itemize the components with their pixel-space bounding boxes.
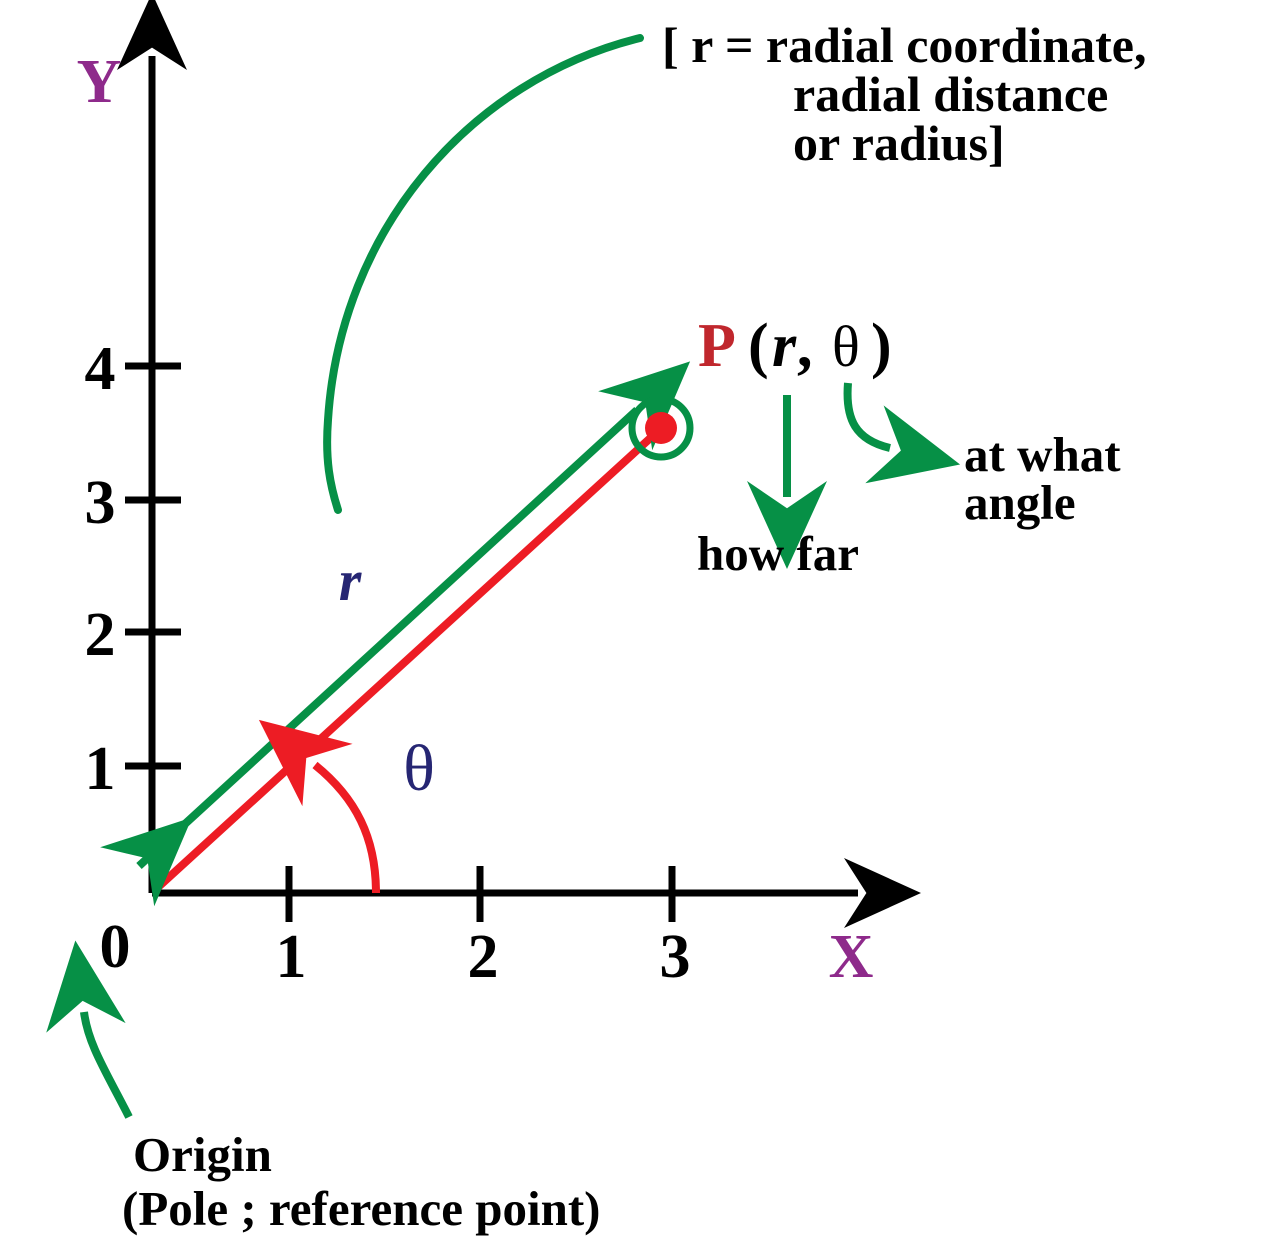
point-p-ring-icon [628,395,694,461]
point-p-comma: , [797,312,813,380]
theta-arc-group [258,719,380,894]
how-far-label: how far [697,526,859,581]
r-definition-line-1: [ r = radial coordinate, [662,17,1146,73]
radius-line-red [152,429,660,893]
point-p-open-paren: ( [748,312,769,380]
y-tick-label-3: 3 [85,469,116,537]
origin-label-line-1: Origin [133,1127,272,1182]
origin-pointer-group [46,940,133,1119]
point-p-r-symbol: r [772,312,797,380]
r-definition-curve-arrow [323,34,644,514]
at-what-angle-curve-arrow [843,382,961,484]
origin-label-line-2: (Pole ; reference point) [122,1181,600,1236]
green-r-vector-group [100,361,691,907]
x-tick-label-2: 2 [468,923,499,991]
theta-symbol-label: θ [403,732,435,805]
axes-group [117,0,921,928]
at-what-angle-line-1: at what [964,427,1121,482]
r-symbol-label: r [339,548,362,613]
origin-text-group: Origin (Pole ; reference point) [122,1127,600,1236]
origin-curve-arrow [46,940,133,1119]
at-what-angle-text-group: at what angle [964,427,1121,530]
r-definition-line-3: or radius] [793,115,1005,171]
red-radius-group [152,429,660,893]
y-axis-label: Y [77,48,122,116]
r-definition-line-2: radial distance [793,66,1108,122]
origin-tick-label: 0 [100,913,131,981]
point-p-letter: P [698,312,736,380]
y-tick-label-1: 1 [85,735,116,803]
r-vector-green [100,361,691,907]
point-p-close-paren: ) [871,312,892,380]
x-axis-label: X [829,923,874,991]
point-p-theta-symbol: θ [832,314,860,379]
point-p-dot-icon [645,412,677,444]
r-definition-pointer-group [323,34,644,514]
point-p-label-group: P ( r , θ ) [698,312,892,380]
theta-arc-red [258,719,380,894]
x-tick-label-3: 3 [660,923,691,991]
x-tick-label-1: 1 [276,923,307,991]
r-definition-text-group: [ r = radial coordinate, radial distance… [662,17,1146,171]
y-tick-label-2: 2 [85,601,116,669]
at-what-angle-line-2: angle [964,475,1076,530]
at-what-angle-pointer-group [843,382,961,484]
y-tick-label-4: 4 [85,335,116,403]
point-p-marker-group[interactable] [628,395,694,461]
